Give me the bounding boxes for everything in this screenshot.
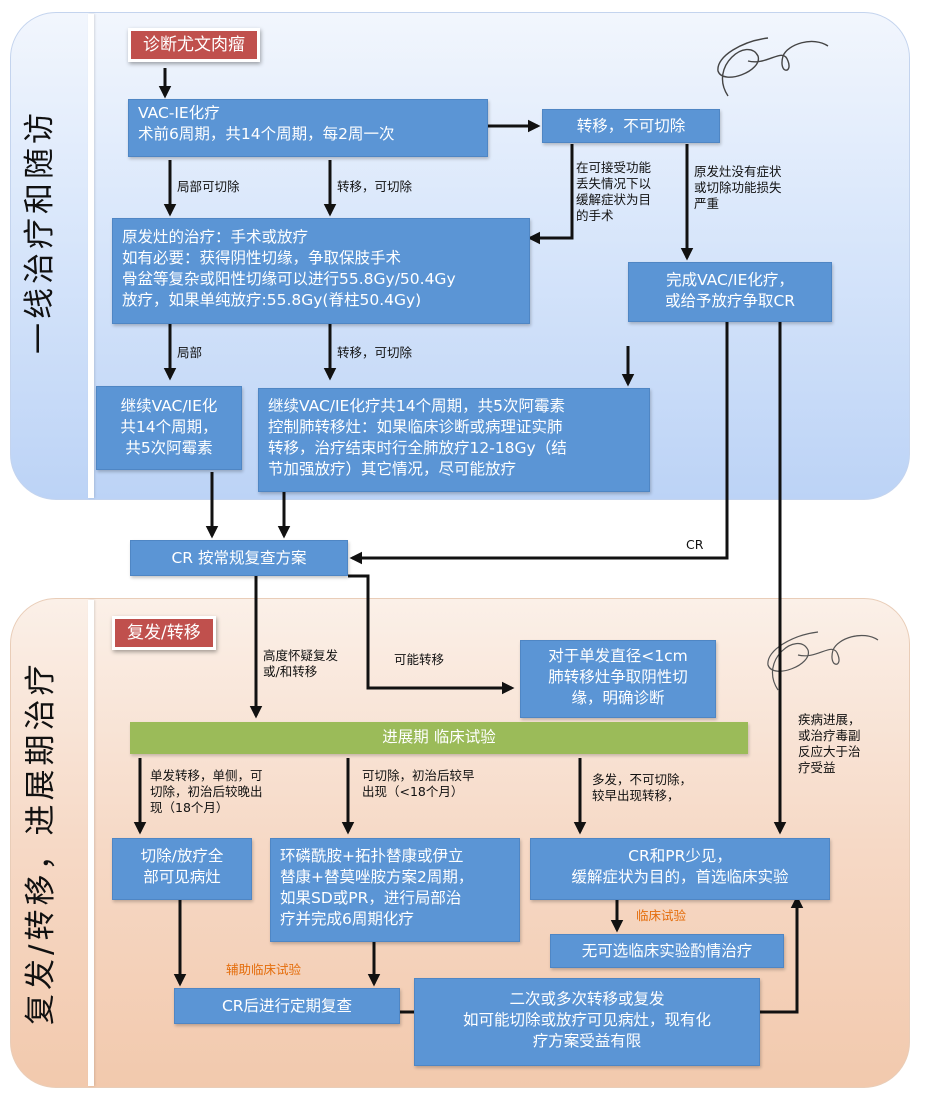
label-primary-no-symptom: 原发灶没有症状或切除功能损失严重 bbox=[694, 164, 782, 211]
tag-relapse: 复发/转移 bbox=[112, 616, 216, 650]
panel-divider-top bbox=[88, 14, 94, 498]
label-disease-progression: 疾病进展，或治疗毒副反应大于治疗受益 bbox=[798, 712, 861, 775]
box-cr-pr-rare: CR和PR少见，缓解症状为目的，首选临床实验 bbox=[530, 838, 830, 900]
signature-top bbox=[717, 37, 829, 97]
label-adjuvant-trial: 辅助临床试验 bbox=[226, 962, 302, 977]
tag-diagnosis: 诊断尤文肉瘤 bbox=[128, 28, 260, 62]
bar-progression-trial: 进展期 临床试验 bbox=[130, 722, 748, 754]
box-resect-all-visible: 切除/放疗全部可见病灶 bbox=[112, 838, 252, 900]
label-possible-metastasis: 可能转移 bbox=[394, 652, 445, 667]
label-palliative-surgery: 在可接受功能丢失情况下以缓解症状为目的手术 bbox=[576, 160, 652, 223]
box-continue-metastasis: 继续VAC/IE化疗共14个周期，共5次阿霉素控制肺转移灶：如果临床诊断或病理证… bbox=[258, 388, 650, 492]
arrow-unresectable-to-primary bbox=[527, 144, 574, 245]
box-primary-treatment: 原发灶的治疗：手术或放疗如有必要：获得阴性切缘，争取保肢手术骨盆等复杂或阳性切缘… bbox=[112, 218, 530, 324]
box-second-relapse: 二次或多次转移或复发如可能切除或放疗可见病灶，现有化疗方案受益有限 bbox=[414, 978, 760, 1066]
label-high-suspicion: 高度怀疑复发或/和转移 bbox=[263, 648, 339, 679]
box-continue-local: 继续VAC/IE化共14个周期，共5次阿霉素 bbox=[96, 386, 242, 470]
box-no-trial-available: 无可选临床实验酌情治疗 bbox=[550, 934, 784, 968]
label-metastasis-resectable-2: 转移，可切除 bbox=[337, 345, 413, 360]
box-complete-vac-ie: 完成VAC/IE化疗，或给予放疗争取CR bbox=[628, 262, 832, 322]
box-metastasis-unresectable: 转移，不可切除 bbox=[542, 109, 720, 143]
box-vac-ie: VAC-IE化疗术前6周期，共14个周期，每2周一次 bbox=[128, 99, 488, 157]
label-clinical-trial: 临床试验 bbox=[636, 908, 687, 923]
box-chemo-regimen: 环磷酰胺+拓扑替康或伊立替康+替莫唑胺方案2周期，如果SD或PR，进行局部治疗并… bbox=[270, 838, 520, 942]
box-cr-followup: CR 按常规复查方案 bbox=[130, 540, 348, 576]
label-local-resectable: 局部可切除 bbox=[177, 179, 240, 194]
label-multiple-metastasis: 多发，不可切除，较早出现转移， bbox=[592, 772, 693, 803]
label-local: 局部 bbox=[177, 345, 203, 360]
panel-divider-bottom bbox=[88, 600, 94, 1086]
label-cr: CR bbox=[686, 537, 704, 552]
box-post-cr-followup: CR后进行定期复查 bbox=[174, 988, 400, 1024]
arrow-cr-to-single-lung bbox=[348, 574, 515, 695]
label-resectable-early: 可切除，初治后较早出现（<18个月） bbox=[362, 768, 475, 799]
label-metastasis-resectable-1: 转移，可切除 bbox=[337, 179, 413, 194]
arrow-complete-to-cr bbox=[349, 322, 729, 565]
label-single-metastasis: 单发转移，单侧，可切除，初治后较晚出现（18个月） bbox=[150, 768, 263, 815]
